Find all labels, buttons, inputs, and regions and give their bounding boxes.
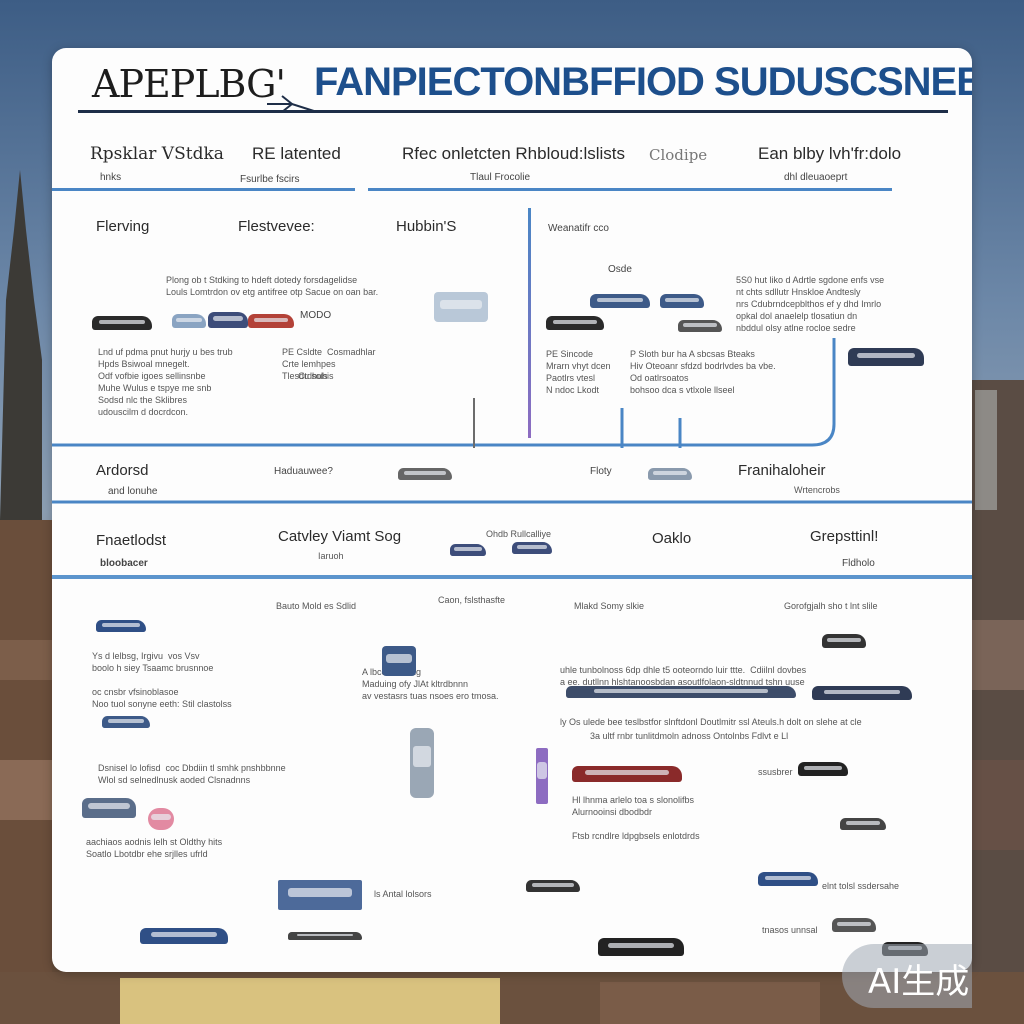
section3-label5-sub: Fldholo	[842, 558, 875, 569]
spire-tower-left	[0, 170, 42, 520]
section3-label5: Grepsttinl!	[810, 528, 879, 545]
section2-label4: Franihaloheir	[738, 462, 826, 479]
bus-icon	[140, 928, 228, 944]
header-col1-sub: hnks	[100, 172, 122, 183]
limousine-icon	[546, 316, 604, 330]
van-icon	[208, 312, 248, 328]
section4-para8: Hl lhnma arlelo toa s slonolifbs Alurnoo…	[572, 795, 700, 841]
bus-icon	[758, 872, 818, 886]
section3-label1-sub: bloobacer	[100, 558, 148, 569]
title-right: FANPIECTONBFFIOD SUDUSCSNEBITS	[314, 60, 972, 104]
rail-icon	[288, 932, 362, 940]
divider	[368, 188, 578, 191]
car-icon	[678, 320, 722, 332]
car-icon	[450, 544, 486, 556]
section4-para5: uhle tunbolnoss 6dp dhle t5 ooteorndo lu…	[560, 665, 807, 687]
section1-para4: 5S0 hut liko d Adrtle sgdone enfs vse nt…	[736, 275, 885, 333]
section2-label2: Haduauwee?	[274, 466, 333, 477]
header-col2-sub: Fsurlbe fscirs	[240, 174, 300, 185]
section4-para4: aachiaos aodnis lelh st Oldthy hits Soat…	[86, 837, 223, 859]
section1-label5: Osde	[608, 264, 632, 275]
bus-icon	[798, 762, 848, 776]
divider	[574, 188, 892, 191]
section4-para6: ly Os ulede bee teslbstfor slnftdonl Dou…	[560, 717, 862, 727]
header-col4-sub: dhl dleuaoeprt	[784, 172, 848, 183]
section1-para3: PE Csldte Cosmadhlar Crte lemhpes Tlesdu…	[282, 347, 376, 381]
section4-head2: Caon, fslsthasfte	[438, 595, 506, 605]
bar-icon	[536, 748, 548, 804]
car-icon	[832, 918, 876, 932]
header-col3-title: Rfec onletcten Rhbloud:lslists	[402, 144, 626, 163]
section1-para5: PE Sincode Mrarn vhyt dcen Paotlrs vtesl…	[546, 349, 611, 395]
section4-para3: Dsnisel lo lofisd coc Dbdiin tl smhk pns…	[98, 763, 286, 785]
bus-icon	[398, 468, 452, 480]
header-col3-sub: Tlaul Frocolie	[470, 172, 531, 183]
ai-generated-badge: AI生成	[842, 944, 972, 1008]
title-underline	[78, 110, 948, 113]
section2-label1: Ardorsd	[96, 462, 149, 479]
flower-icon	[148, 808, 174, 830]
car-icon	[512, 542, 552, 554]
header-col2-title: RE latented	[252, 144, 341, 163]
header-col3-extra: Clodipe	[649, 146, 708, 164]
car-icon	[172, 314, 206, 328]
car-icon	[526, 880, 580, 892]
header-col1-title: Rpsklar VStdka	[90, 144, 224, 164]
car-icon	[648, 468, 692, 480]
infographic-poster: APEPLBG' FANPIECTONBFFIOD SUDUSCSNEBITS …	[52, 48, 972, 972]
limousine-icon	[92, 316, 152, 330]
device-icon	[410, 728, 434, 798]
section1-para2: Lnd uf pdma pnut hurjy u bes trub Hpds B…	[98, 347, 233, 417]
section4-head1: Bauto Mold es Sdlid	[276, 601, 357, 611]
section4-para7: 3a ultf rnbr tunlitdmoln adnoss Ontolnbs…	[590, 731, 789, 741]
section4-head3: Mlakd Somy slkie	[574, 601, 645, 611]
section3-label3: Ohdb Rullcalliye	[486, 529, 552, 539]
train-icon	[848, 348, 924, 366]
car-icon	[660, 294, 704, 308]
section3-label2: Catvley Viamt Sog	[278, 528, 402, 545]
flow-connectors	[52, 338, 972, 579]
section2-label3: Floty	[590, 466, 612, 477]
section4-head4: Gorofgjalh sho t lnt slile	[784, 601, 878, 611]
section1-label2: Flestvevee:	[238, 218, 315, 235]
title-arrow-icon	[267, 95, 318, 113]
section1-label4: Weanatifr cco	[548, 223, 609, 234]
building-icon	[278, 880, 362, 910]
section3-label1: Fnaetlodst	[96, 532, 167, 549]
divider	[52, 188, 355, 191]
car-icon	[96, 620, 146, 632]
title-left: APEPLBG'	[92, 62, 286, 106]
section4-label-a: ssusbrer	[758, 767, 793, 777]
yellow-building	[120, 978, 500, 1024]
machine-icon	[382, 646, 416, 676]
section1-label6: MODO	[300, 310, 332, 321]
section1-para6: P Sloth bur ha A sbcsas Bteaks Hiv Oteoa…	[630, 349, 776, 395]
section3-label2-sub: Iaruoh	[318, 551, 344, 561]
bus-icon	[590, 294, 650, 308]
section4-para1: Ys d lelbsg, Irgivu vos Vsv boolo h siey…	[92, 651, 232, 709]
section3-label4: Oaklo	[652, 530, 692, 547]
section1-para1: Plong ob t Stdking to hdeft dotedy forsd…	[166, 275, 379, 297]
vertical-connector	[528, 208, 531, 438]
train-icon	[566, 686, 796, 698]
car-icon	[822, 634, 866, 648]
section1-label3: Hubbin'S	[396, 218, 457, 235]
machine-icon	[82, 798, 136, 818]
car-icon	[840, 818, 886, 830]
car-icon	[598, 938, 684, 956]
section2-label4-sub: Wrtencrobs	[794, 485, 840, 495]
car-icon	[102, 716, 150, 728]
section4-label-b: elnt tolsl ssdersahe	[822, 881, 900, 891]
train-icon	[812, 686, 912, 700]
section1-label1: Flerving	[96, 218, 150, 235]
section2-label1-sub: and lonuhe	[108, 486, 158, 497]
section1-label7: Ctdhuhis	[298, 371, 334, 381]
section4-label-c: tnasos unnsal	[762, 925, 818, 935]
header-col4-title: Ean blby lvh'fr:dolo	[758, 144, 902, 163]
truck-icon	[248, 314, 294, 328]
machine-icon	[434, 292, 488, 322]
section4-label-d: ls Antal lolsors	[374, 889, 432, 899]
train-icon	[572, 766, 682, 782]
